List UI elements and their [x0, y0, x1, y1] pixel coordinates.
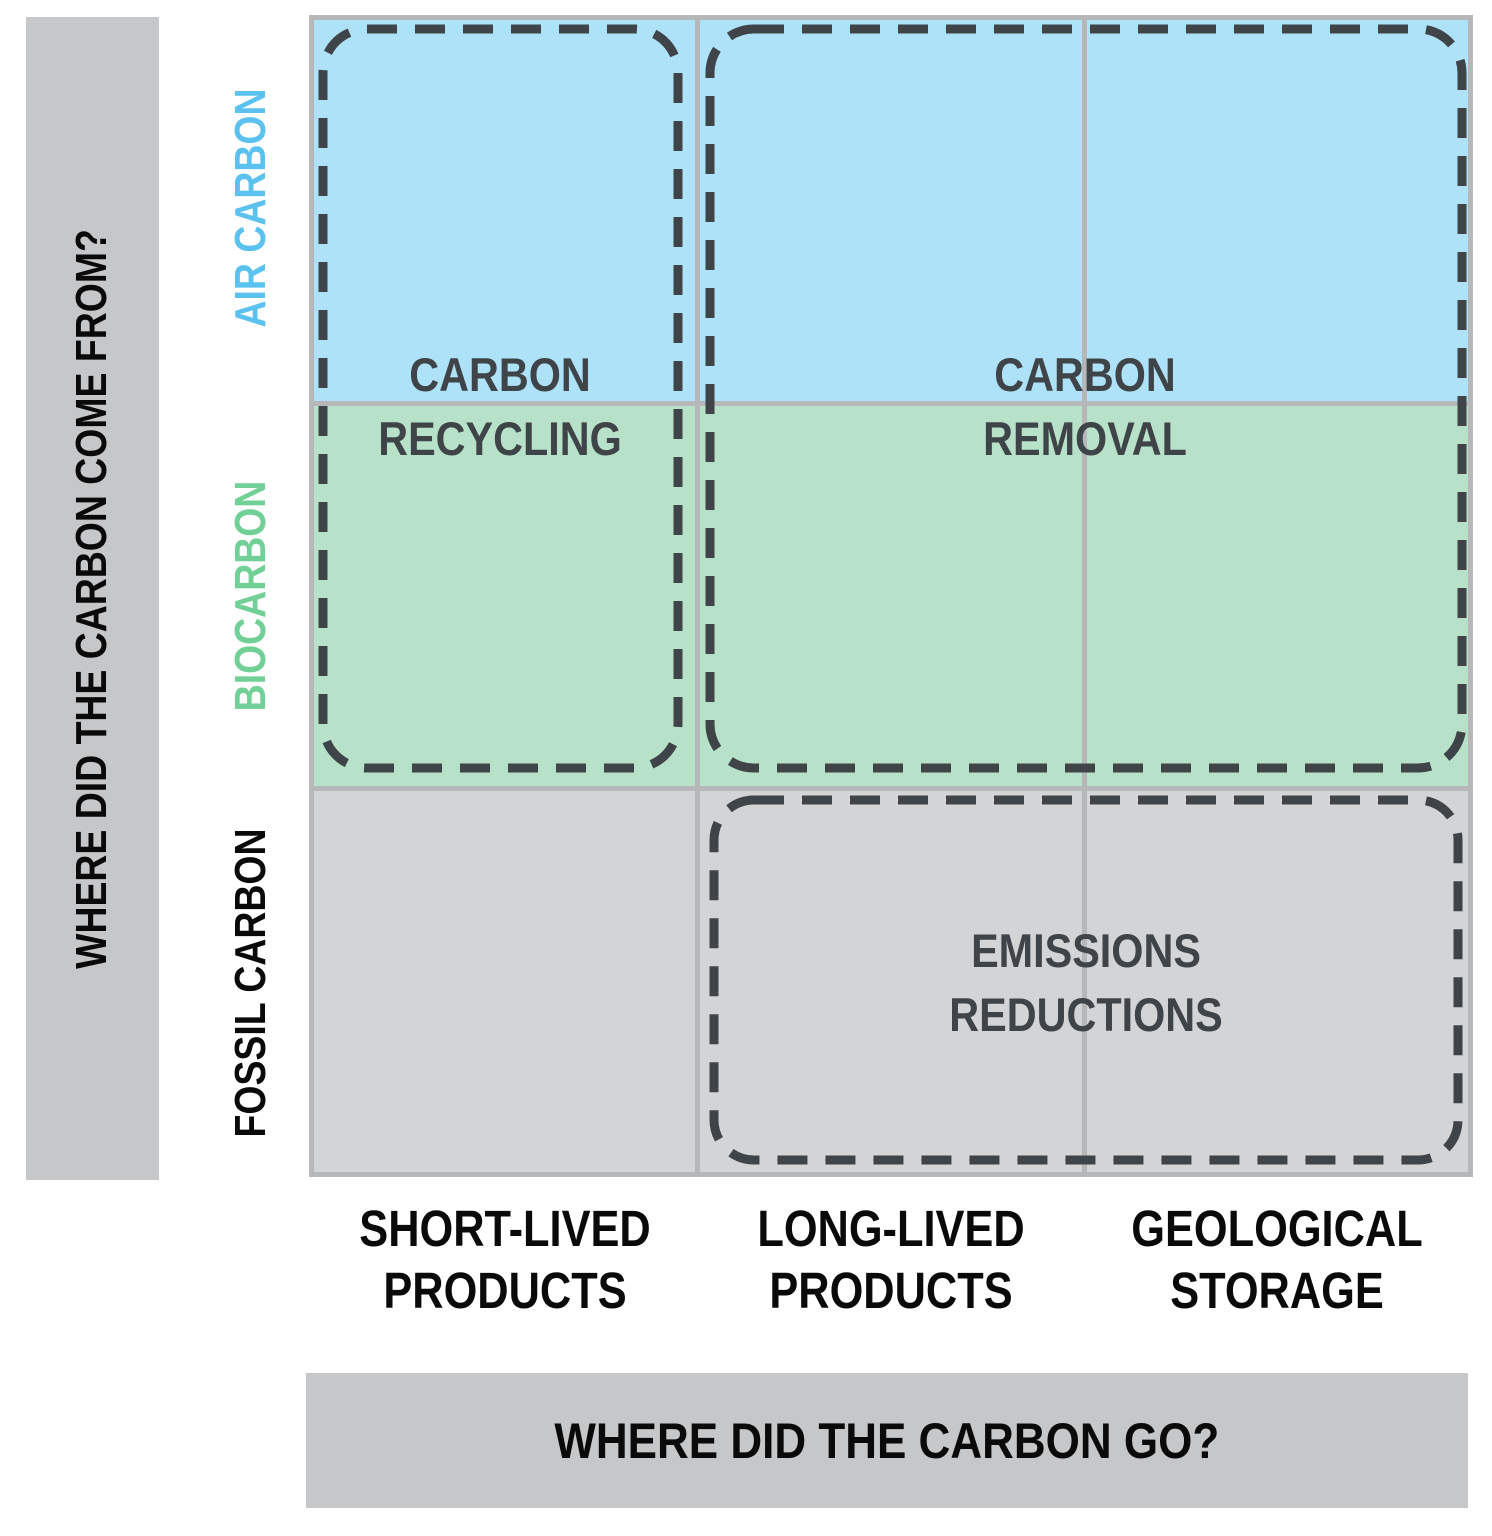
column-label-short-lived-products: SHORT-LIVED PRODUCTS: [359, 1198, 650, 1322]
x-axis-title: WHERE DID THE CARBON GO?: [554, 1412, 1220, 1469]
matrix-cells: [314, 20, 1468, 1172]
column-label-long-lived-products: LONG-LIVED PRODUCTS: [757, 1198, 1024, 1322]
column-label-line: PRODUCTS: [383, 1262, 627, 1319]
column-label-line: PRODUCTS: [769, 1262, 1013, 1319]
column-label-geological-storage: GEOLOGICAL STORAGE: [1131, 1198, 1422, 1322]
column-label-line: LONG-LIVED: [757, 1200, 1025, 1257]
row-label-air-carbon: AIR CARBON: [226, 88, 275, 328]
column-label-line: STORAGE: [1170, 1262, 1384, 1319]
cell-bio-long-lived: [700, 405, 1082, 787]
y-axis-title-bar: WHERE DID THE CARBON COME FROM?: [26, 17, 159, 1180]
column-label-line: GEOLOGICAL: [1131, 1200, 1423, 1257]
cell-air-short-lived: [314, 20, 696, 401]
column-label-line: SHORT-LIVED: [359, 1200, 651, 1257]
cell-fossil-geological: [1086, 791, 1468, 1172]
y-axis-title: WHERE DID THE CARBON COME FROM?: [67, 228, 117, 969]
cell-fossil-long-lived: [700, 791, 1082, 1172]
row-label-fossil-carbon: FOSSIL CARBON: [226, 828, 275, 1138]
matrix-grid: CARBON RECYCLING CARBON REMOVAL EMISSION…: [309, 15, 1473, 1177]
cell-air-geological: [1086, 20, 1468, 401]
cell-bio-geological: [1086, 405, 1468, 787]
cell-fossil-short-lived: [314, 791, 696, 1172]
cell-air-long-lived: [700, 20, 1082, 401]
x-axis-title-bar: WHERE DID THE CARBON GO?: [306, 1373, 1468, 1508]
cell-bio-short-lived: [314, 405, 696, 787]
row-label-biocarbon: BIOCARBON: [226, 480, 275, 712]
